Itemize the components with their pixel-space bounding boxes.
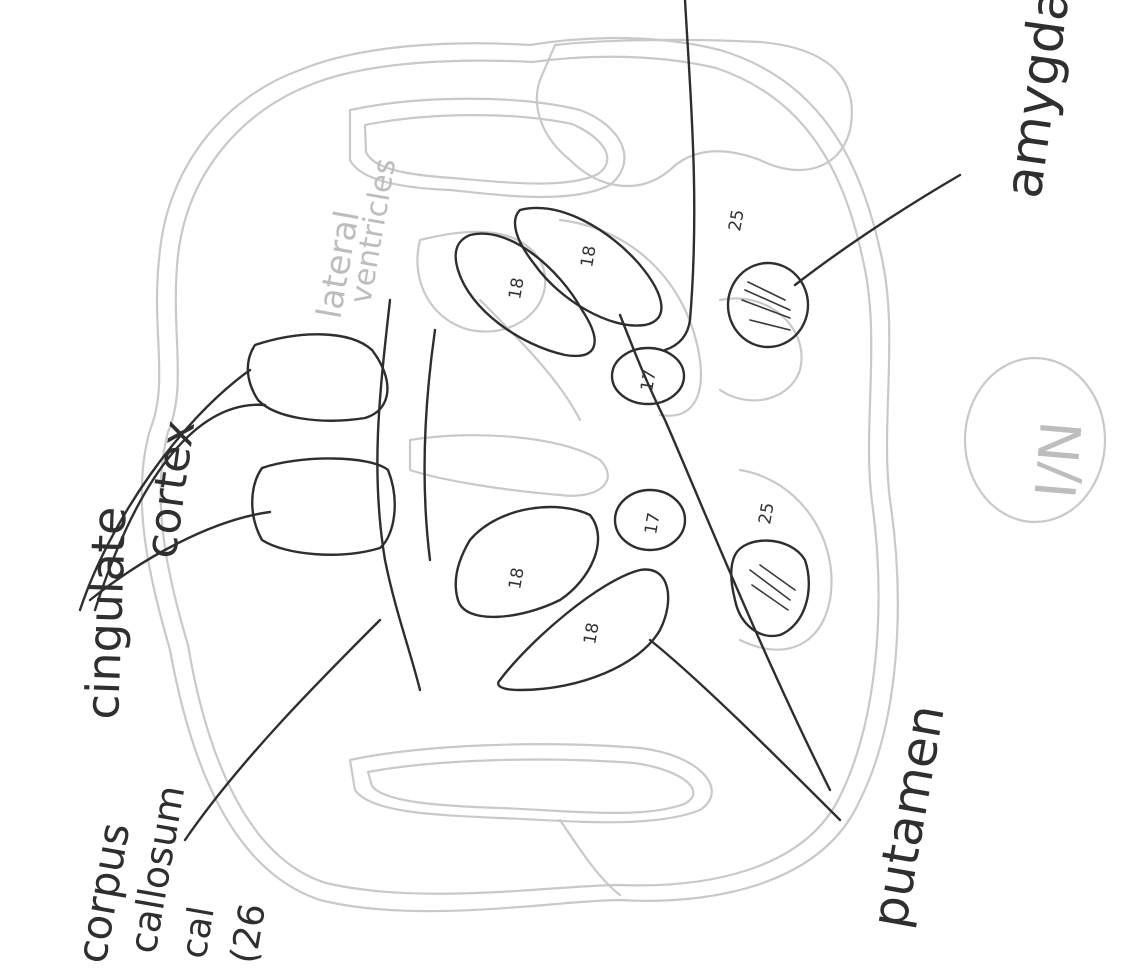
num-putamen-lower-left: 18 (505, 566, 528, 591)
num-small-lower: 17 (641, 511, 664, 536)
lower-gyrus (350, 744, 712, 895)
num-putamen-upper-right: 18 (577, 244, 600, 269)
num-amygdala-upper: 25 (725, 208, 748, 233)
num-amygdala-lower: 25 (755, 501, 778, 526)
midline (377, 300, 435, 690)
label-amygdala: amygdala (993, 0, 1088, 202)
label-callosum-num: (26 (223, 900, 274, 966)
num-putamen-lower-right: 18 (580, 621, 603, 646)
view-mark: I/N (1024, 419, 1095, 502)
label-callosum-code: cal (173, 903, 222, 961)
cingulate-regions (248, 334, 395, 554)
label-putamen: putamen (860, 701, 956, 932)
label-cortex: cortex (135, 417, 205, 562)
region-numbers: 18 18 18 18 17 17 25 25 (505, 208, 778, 646)
label-cingulate: cingulate (75, 506, 136, 721)
amygdala-regions (728, 263, 809, 636)
ventricle-outlines (410, 220, 832, 650)
num-small-upper: 17 (637, 368, 660, 393)
num-putamen-upper-left: 18 (505, 276, 528, 301)
putamen-regions (456, 208, 669, 690)
